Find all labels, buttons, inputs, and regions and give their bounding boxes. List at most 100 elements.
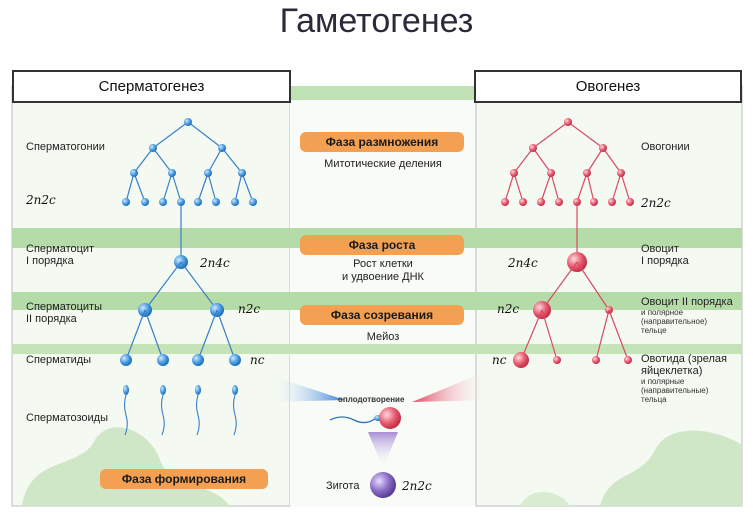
formula-left-2n2c: 2n2c (26, 193, 56, 207)
tree-edge (197, 309, 218, 361)
phase-growth-desc: Рост клетки и удвоение ДНК (292, 258, 474, 284)
spermatogonium-cell (218, 144, 226, 152)
tree-edge (608, 309, 629, 361)
spermatozoon-head (160, 385, 166, 395)
label-spermatocyte-1-line2: I порядка (26, 255, 74, 267)
tree-edge (576, 172, 588, 203)
tree-edge (550, 172, 560, 203)
tree-edge (133, 172, 146, 203)
tree-edge (513, 147, 534, 174)
spermatozoon-tail (195, 394, 200, 436)
tree-edge (567, 121, 604, 149)
label-ootid-note1: и полярные (641, 377, 685, 386)
tree-edge (241, 172, 254, 203)
label-oocyte-1-line2: I порядка (641, 255, 689, 267)
label-oogonia: Овогонии (641, 141, 690, 153)
oogonium-cell (529, 144, 537, 152)
tree-edge (541, 309, 558, 361)
polar-body (592, 356, 600, 364)
label-spermatocyte-1: Сперматоцит I порядка (26, 243, 94, 267)
tree-edge (611, 172, 622, 203)
formula-right-n2c: n2c (497, 302, 520, 316)
zygote-beam (368, 432, 398, 468)
spermatogonium-cell (168, 169, 176, 177)
spermatogonium-cell (204, 169, 212, 177)
spermatozoon-head (232, 385, 238, 395)
label-oocyte-1-line1: Овоцит (641, 243, 679, 255)
tree-edge (144, 261, 182, 311)
header-spermatogenesis: Сперматогенез (12, 70, 291, 103)
spermatogonium-cell (231, 198, 239, 206)
oogonium-cell (583, 169, 591, 177)
formula-left-2n4c: 2n4c (200, 256, 230, 270)
tree-edge (586, 147, 604, 174)
tree-edge (234, 172, 243, 203)
spermatogonium-cell (149, 144, 157, 152)
tree-edge (207, 147, 223, 174)
label-spermatozoa: Сперматозоиды (26, 412, 108, 424)
tree-edge (216, 309, 236, 361)
header-oogenesis: Овогенез (474, 70, 742, 103)
page-title: Гаметогенез (279, 2, 474, 40)
spermatozoon-tail (160, 394, 165, 436)
tree-edge (586, 172, 595, 203)
label-spermatogonia: Сперматогонии (26, 141, 105, 153)
label-ootid-note2: (направительные) (641, 386, 709, 395)
formula-right-nc: nc (492, 353, 507, 367)
tree-edge (221, 147, 243, 174)
spermatozoon-head (195, 385, 201, 395)
tree-edge (171, 172, 182, 203)
spermatogonium-cell (130, 169, 138, 177)
spermatozoon-tail (123, 394, 128, 436)
label-oocyte-2-line1: Овоцит II порядка (641, 296, 733, 308)
tree-edge (152, 147, 173, 174)
tree-edge (144, 309, 164, 361)
spermatogonium-cell (184, 118, 192, 126)
label-oocyte-2-note3: тельце (641, 326, 667, 335)
label-spermatocytes-2-line2: II порядка (26, 313, 77, 325)
zygote-cell (370, 472, 396, 498)
spermatogonium-cell (194, 198, 202, 206)
oogonium-cell (537, 198, 545, 206)
spermatozoon-tail (232, 394, 237, 436)
label-spermatocytes-2-line1: Сперматоциты (26, 301, 102, 313)
phase-growth-desc-line1: Рост клетки (353, 258, 413, 270)
label-ootid: Овотида (зрелая яйцеклетка) и полярные (… (641, 353, 727, 404)
label-spermatids: Сперматиды (26, 354, 92, 366)
label-ootid-line2: яйцеклетка) (641, 365, 703, 377)
oogonium-cell (599, 144, 607, 152)
formula-right-2n2c: 2n2c (641, 196, 671, 210)
label-zygote: Зигота (326, 480, 360, 492)
oogonium-cell (547, 169, 555, 177)
tree-edge (125, 172, 135, 203)
tree-edge (620, 172, 631, 203)
tree-edge (532, 121, 569, 149)
tree-edge (180, 261, 218, 311)
formula-left-nc: nc (250, 353, 265, 367)
tree-edge (520, 309, 543, 361)
formula-right-2n4c: 2n4c (508, 256, 538, 270)
tree-edge (133, 147, 154, 174)
oogonium-cell (617, 169, 625, 177)
tree-edge (197, 172, 209, 203)
polar-body (553, 356, 561, 364)
phase-maturation-desc: Мейоз (366, 331, 400, 343)
label-oocyte-1: Овоцит I порядка (641, 243, 689, 267)
tree-edge (162, 172, 173, 203)
oogonium-cell (564, 118, 572, 126)
tree-edge (504, 172, 515, 203)
label-oocyte-2: Овоцит II порядка и полярное (направител… (641, 296, 733, 335)
phase-maturation: Фаза созревания (300, 305, 464, 325)
phase-multiplication-desc: Митотические деления (324, 158, 442, 170)
spermatogonium-cell (122, 198, 130, 206)
spermatogonium-cell (141, 198, 149, 206)
phase-multiplication: Фаза размножения (300, 132, 464, 152)
formula-left-n2c: n2c (238, 302, 261, 316)
oogonium-cell (608, 198, 616, 206)
tree-edge (125, 309, 146, 361)
tree-edge (207, 172, 217, 203)
oogonium-cell (590, 198, 598, 206)
oogonium-cell (510, 169, 518, 177)
spermatid-cell (229, 354, 241, 366)
sperm-beam (270, 378, 345, 402)
